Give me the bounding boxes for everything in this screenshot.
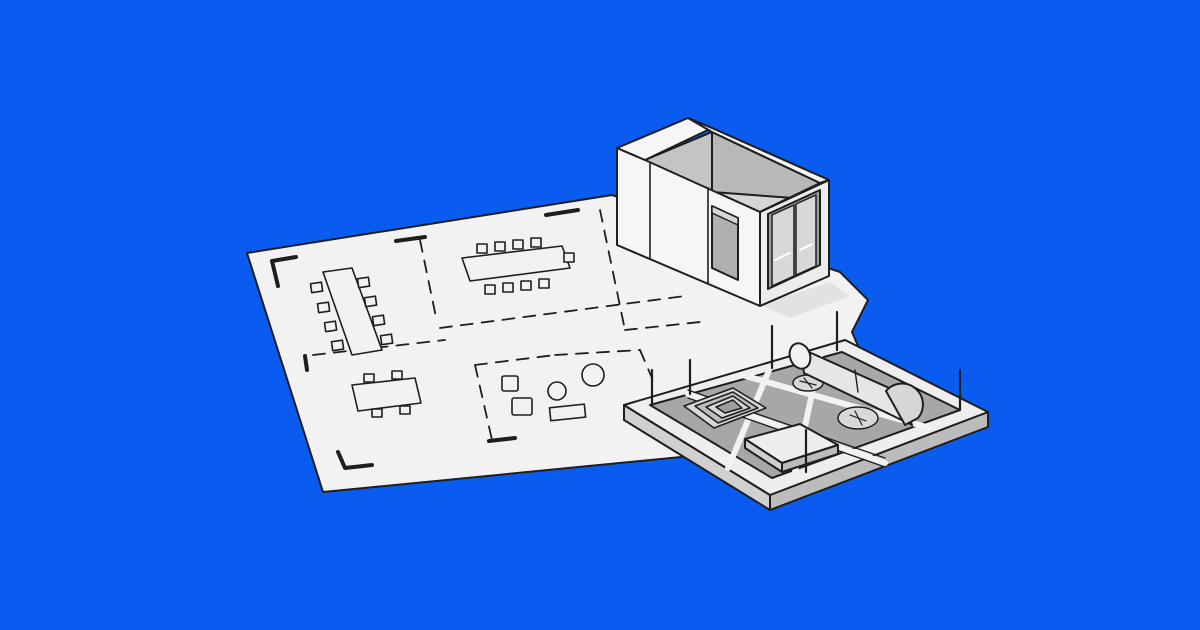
blueprint-lounge-furniture bbox=[501, 363, 605, 422]
foundation-pit bbox=[683, 387, 767, 429]
blueprint-conference-table-left bbox=[309, 267, 394, 356]
office-room-shadow bbox=[760, 282, 850, 318]
foundation-raised-block bbox=[744, 423, 839, 473]
blueprint-conference-table-top bbox=[461, 237, 575, 295]
office-room-window bbox=[767, 189, 821, 290]
foundation-slab-3d bbox=[623, 310, 989, 511]
foundation-pipe bbox=[788, 342, 924, 426]
foundation-rebar-posts bbox=[650, 310, 962, 474]
blueprint-small-table bbox=[351, 370, 422, 418]
office-room-3d bbox=[616, 117, 850, 318]
blueprint-corner-marks bbox=[270, 208, 580, 470]
